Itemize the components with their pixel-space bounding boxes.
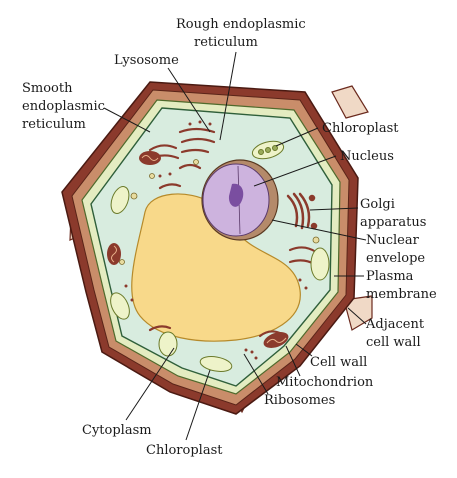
nucleus xyxy=(201,159,279,241)
label-adjacent-cell-wall-line1: Adjacent xyxy=(365,317,425,332)
label-plasma-membrane-line2: membrane xyxy=(366,287,437,302)
label-chloroplast-bottom: Chloroplast xyxy=(146,443,223,458)
label-nuclear-envelope-line1: Nuclear xyxy=(366,233,420,248)
labels: Rough endoplasmic reticulum Lysosome Smo… xyxy=(22,17,437,458)
label-nucleus: Nucleus xyxy=(340,149,394,164)
label-rough-er-line2: reticulum xyxy=(194,35,258,50)
endoplasmic-reticulum xyxy=(146,127,318,338)
label-mitochondrion: Mitochondrion xyxy=(276,375,374,390)
label-cell-wall: Cell wall xyxy=(310,355,367,370)
label-ribosomes: Ribosomes xyxy=(264,393,335,408)
label-smooth-er-line2: endoplasmic xyxy=(22,99,105,114)
leader-lines xyxy=(103,51,367,441)
label-adjacent-cell-wall-line2: cell wall xyxy=(366,335,421,350)
label-smooth-er-line3: reticulum xyxy=(22,117,86,132)
label-nuclear-envelope-line2: envelope xyxy=(366,251,425,266)
label-cytoplasm: Cytoplasm xyxy=(82,423,152,438)
label-chloroplast-top: Chloroplast xyxy=(322,121,399,136)
label-smooth-er-line1: Smooth xyxy=(22,81,73,96)
label-golgi-line2: apparatus xyxy=(360,215,426,230)
lysosomes xyxy=(119,159,320,265)
mitochondria xyxy=(107,151,289,348)
label-plasma-membrane-line1: Plasma xyxy=(366,269,414,284)
label-rough-er-line1: Rough endoplasmic xyxy=(176,17,306,32)
golgi-apparatus xyxy=(286,192,318,230)
nucleolus xyxy=(228,183,244,207)
ribosomes xyxy=(124,120,308,360)
label-golgi-line1: Golgi xyxy=(360,197,395,212)
chloroplasts xyxy=(110,140,330,372)
label-lysosome: Lysosome xyxy=(114,53,179,68)
